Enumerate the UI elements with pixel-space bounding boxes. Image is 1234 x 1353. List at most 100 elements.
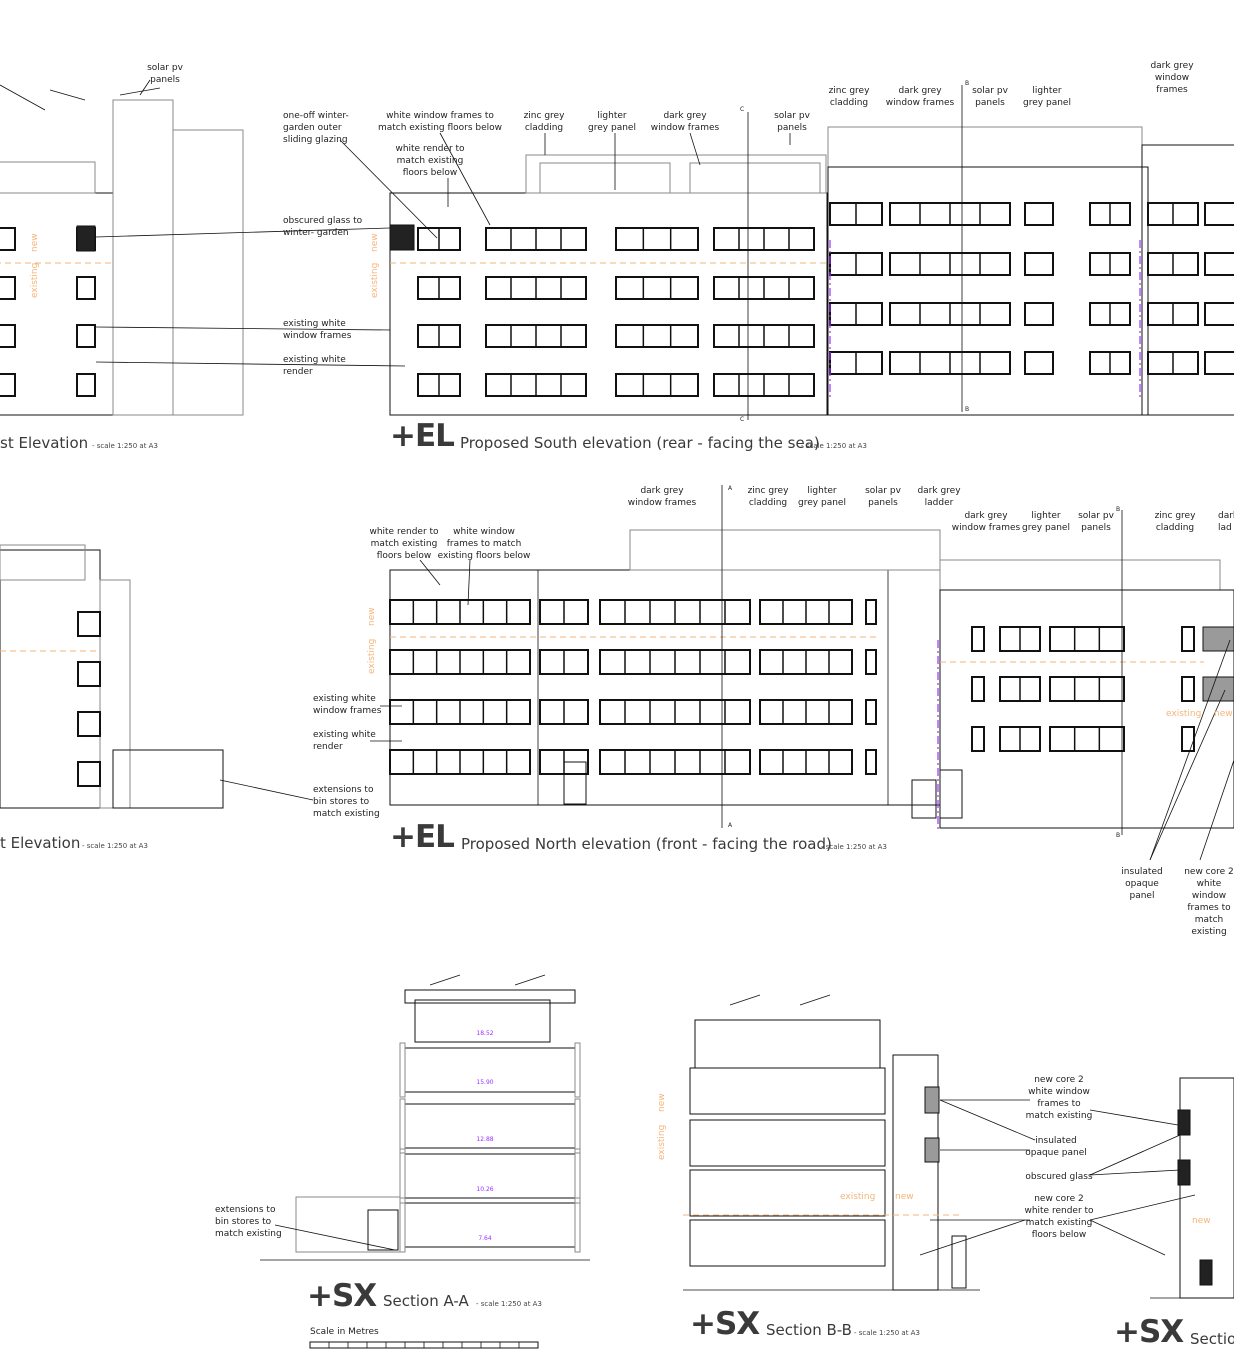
label-existing-frames: existing white window frames <box>313 694 382 716</box>
leader-line <box>219 779 314 801</box>
scale-note: - scale 1:250 at A3 <box>92 442 158 450</box>
label-zinc: zinc grey cladding <box>523 111 565 133</box>
section-cc-title: Sectio <box>1190 1330 1234 1348</box>
title-code: +EL <box>390 418 455 454</box>
roof-extension <box>939 559 1221 591</box>
west-rear-wall <box>172 129 244 416</box>
window <box>1204 252 1234 276</box>
door <box>367 1209 399 1251</box>
obscured-glass <box>389 224 415 251</box>
north-building-right <box>939 589 1234 829</box>
section-roof <box>404 989 576 1004</box>
label-new-core-frames: new core 2 white window frames to match … <box>1025 1075 1093 1121</box>
label-solar-pv: solar pv panels <box>774 111 810 133</box>
window <box>76 276 96 300</box>
solar-panel <box>0 84 46 111</box>
leader-line <box>339 139 438 239</box>
title-code: +SX <box>690 1306 760 1342</box>
existing-marker: existing <box>840 1192 876 1202</box>
window <box>865 699 877 725</box>
window <box>0 373 16 397</box>
label-lighter-grey: lighter grey panel <box>1023 86 1071 108</box>
window <box>1024 351 1054 375</box>
roof-extension <box>827 126 1143 168</box>
leader-line <box>95 227 391 238</box>
scale-note: - scale 1:250 at A3 <box>82 842 148 850</box>
existing-marker: existing <box>370 262 380 298</box>
section-marker: A <box>728 822 733 829</box>
label-dark-frames: dark grey window frames <box>1150 61 1194 95</box>
bin-store-section <box>295 1196 401 1253</box>
level-marker: 15.90 <box>476 1079 494 1086</box>
window <box>1024 202 1054 226</box>
window <box>971 626 985 652</box>
label-ladder: dark grey ladder <box>917 486 961 508</box>
section-marker: B <box>965 406 970 413</box>
new-marker: new <box>1214 709 1233 719</box>
window <box>865 599 877 625</box>
solar-panel <box>119 87 161 96</box>
leader-line <box>274 1224 396 1251</box>
leader-line <box>1089 1194 1196 1221</box>
label-zinc: zinc grey cladding <box>1154 511 1196 533</box>
east-roof-unit <box>0 544 86 581</box>
east-side <box>99 579 131 809</box>
new-marker: new <box>367 607 377 626</box>
east-elevation-title: t Elevation <box>0 834 81 852</box>
title-code: +SX <box>307 1278 377 1314</box>
window <box>865 749 877 775</box>
leader-line <box>1089 1169 1181 1176</box>
label-dark-frames: dark grey window frames <box>650 111 720 133</box>
section-marker: B <box>965 80 970 87</box>
label-zinc: zinc grey cladding <box>828 86 870 108</box>
label-white-render: white render to match existing floors be… <box>369 527 439 561</box>
section-bb-title: Section B-B <box>766 1321 852 1339</box>
section-wall <box>574 1098 581 1154</box>
label-ladder: dark lad <box>1218 511 1234 533</box>
label-dark-frames: dark grey window frames <box>951 511 1021 533</box>
section-wall <box>574 1197 581 1253</box>
window <box>0 276 16 300</box>
label-white-frames: white window frames to match existing fl… <box>437 527 531 561</box>
existing-marker: existing <box>1166 709 1202 719</box>
north-building <box>389 569 941 806</box>
window <box>615 373 699 397</box>
solar-panel <box>49 89 86 101</box>
section-marker: C <box>740 416 745 423</box>
window <box>615 276 699 300</box>
level-marker: 12.88 <box>476 1136 494 1143</box>
level-marker: 7.64 <box>478 1235 492 1242</box>
leader-line <box>1149 689 1226 861</box>
leader-line <box>1199 759 1234 861</box>
label-solar-pv: solar pv panels <box>147 63 183 85</box>
section-wall <box>399 1148 406 1204</box>
window <box>1181 626 1195 652</box>
section-wall <box>399 1098 406 1154</box>
window <box>76 324 96 348</box>
window <box>76 373 96 397</box>
solar-panel <box>429 974 461 986</box>
roof-window <box>539 162 671 194</box>
leader-line <box>1089 1109 1179 1126</box>
north-elevation-title: Proposed North elevation (front - facing… <box>461 835 832 853</box>
label-white-frames: white window frames to match existing fl… <box>377 111 503 133</box>
new-marker: new <box>370 233 380 252</box>
scale-note: - scale 1:250 at A3 <box>821 843 887 851</box>
window <box>1181 676 1195 702</box>
window <box>77 661 101 687</box>
label-obscured-glass: obscured glass <box>1025 1172 1093 1182</box>
section-wall <box>574 1042 581 1098</box>
obscured-glass <box>76 225 96 252</box>
west-building <box>0 192 114 416</box>
obscured-glass <box>1199 1259 1213 1286</box>
label-existing-render: existing white render <box>313 730 376 752</box>
insulated-panel <box>1202 626 1234 652</box>
window <box>971 676 985 702</box>
door <box>563 761 587 805</box>
window <box>615 324 699 348</box>
leader-line <box>439 132 491 226</box>
title-code: +EL <box>390 819 455 855</box>
section-floor <box>689 1219 886 1267</box>
scale-note: - scale 1:250 at A3 <box>854 1329 920 1337</box>
